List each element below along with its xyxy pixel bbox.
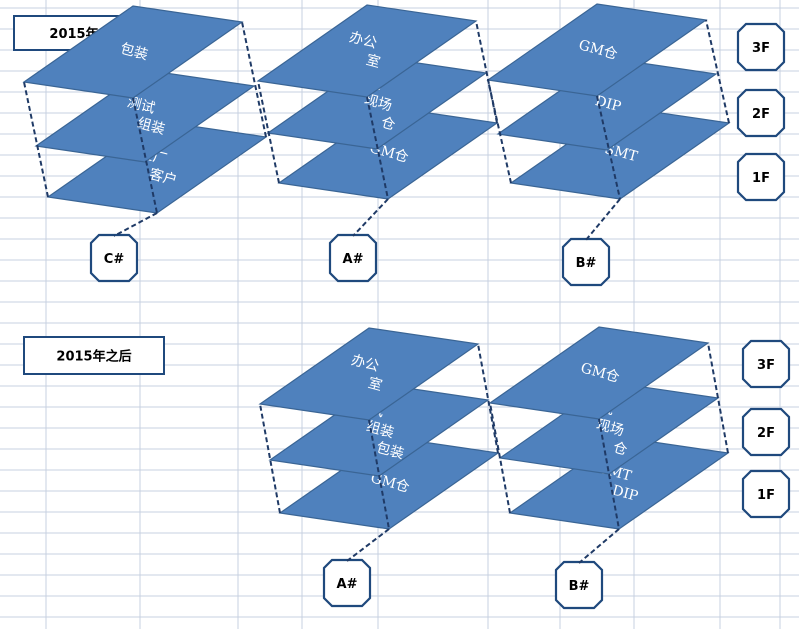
building-label: A# xyxy=(343,252,364,267)
building-A-stack: GM仓仓现场系统室办公A# xyxy=(256,4,499,283)
floor-level-3F: 3F xyxy=(736,22,786,72)
floor-label: 仓 xyxy=(611,440,629,459)
building-node xyxy=(554,560,604,610)
stack-right-edge xyxy=(241,21,267,138)
floor-label: 现场 xyxy=(594,417,625,440)
stack-right-edge xyxy=(705,19,730,124)
building-label: B# xyxy=(576,256,597,271)
floor-level-label: 3F xyxy=(752,41,770,56)
floor-3F-slab: 包装 xyxy=(22,5,244,99)
floor-label: 客户 xyxy=(147,165,178,189)
floor-level-label: 1F xyxy=(752,171,770,186)
stack-right-edge xyxy=(475,20,498,124)
building-node xyxy=(89,233,139,283)
floor-level-2F: 2F xyxy=(741,407,791,457)
stack-drop-line xyxy=(352,198,389,237)
floor-level-label: 2F xyxy=(752,107,770,122)
stack-right-edge xyxy=(477,343,499,454)
floor-slab-shape xyxy=(22,5,244,99)
stack-center-edge xyxy=(596,95,621,200)
section-title-box xyxy=(23,336,165,375)
floor-3F-slab: GM仓 xyxy=(488,326,710,420)
building-label: A# xyxy=(337,577,358,592)
floor-slab-shape xyxy=(34,69,256,163)
floor-label: DIP xyxy=(610,483,639,505)
stack-left-edge xyxy=(259,403,281,514)
floor-level-badge xyxy=(741,339,791,389)
stack-left-edge xyxy=(487,79,512,184)
floor-label: 办公 xyxy=(347,29,378,52)
floor-label: 包装 xyxy=(118,41,149,64)
floor-level-label: 2F xyxy=(757,426,775,441)
floor-slab-shape xyxy=(488,326,710,420)
floor-level-2F: 2F xyxy=(736,88,786,138)
section-2: 2015年之后GM仓包装组装测试室办公A#DIPSMT仓现场系统GM仓B#3F2… xyxy=(23,326,791,610)
stack-center-edge xyxy=(132,97,158,214)
floor-label: DIP xyxy=(593,93,622,115)
floor-level-1F: 1F xyxy=(736,152,786,202)
building-node xyxy=(328,233,378,283)
building-node xyxy=(322,558,372,608)
stack-left-edge xyxy=(489,402,511,514)
stack-right-edge xyxy=(707,342,729,454)
building-label: B# xyxy=(569,579,590,594)
stack-drop-line xyxy=(578,528,620,564)
floor-label: 办公 xyxy=(349,352,380,375)
floor-label: 室 xyxy=(364,51,382,71)
floor-label: 包装 xyxy=(374,440,405,463)
stack-left-edge xyxy=(23,81,49,198)
floor-level-badge xyxy=(736,22,786,72)
building-B-stack: DIPSMT仓现场系统GM仓B# xyxy=(488,326,730,610)
stack-center-edge xyxy=(368,419,390,530)
floor-level-badge xyxy=(736,152,786,202)
floor-level-3F: 3F xyxy=(741,339,791,389)
stack-drop-line xyxy=(585,198,621,241)
section-1: 2015年之前客户驻厂组装测试包装C#GM仓仓现场系统室办公A#SMTDIPGM… xyxy=(13,3,786,287)
floor-label: 仓 xyxy=(379,115,397,134)
stack-center-edge xyxy=(366,96,389,200)
floor-level-badge xyxy=(736,88,786,138)
stack-drop-line xyxy=(346,528,390,562)
floor-level-label: 3F xyxy=(757,358,775,373)
building-label: C# xyxy=(104,252,125,267)
stack-center-edge xyxy=(598,418,620,530)
floor-label: 室 xyxy=(366,374,384,394)
building-C-stack: 客户驻厂组装测试包装C# xyxy=(22,5,268,283)
floor-level-badge xyxy=(741,469,791,519)
floor-3F-slab: 室办公 xyxy=(258,327,480,421)
floor-level-badge xyxy=(741,407,791,457)
floor-slab-shape xyxy=(258,327,480,421)
floor-level-label: 1F xyxy=(757,488,775,503)
building-A-stack: GM仓包装组装测试室办公A# xyxy=(258,327,500,608)
stack-drop-line xyxy=(113,212,158,237)
floor-level-1F: 1F xyxy=(741,469,791,519)
section-title: 2015年之后 xyxy=(56,349,131,365)
floor-label: 组装 xyxy=(135,115,166,138)
stack-left-edge xyxy=(257,80,280,184)
building-node xyxy=(561,237,611,287)
